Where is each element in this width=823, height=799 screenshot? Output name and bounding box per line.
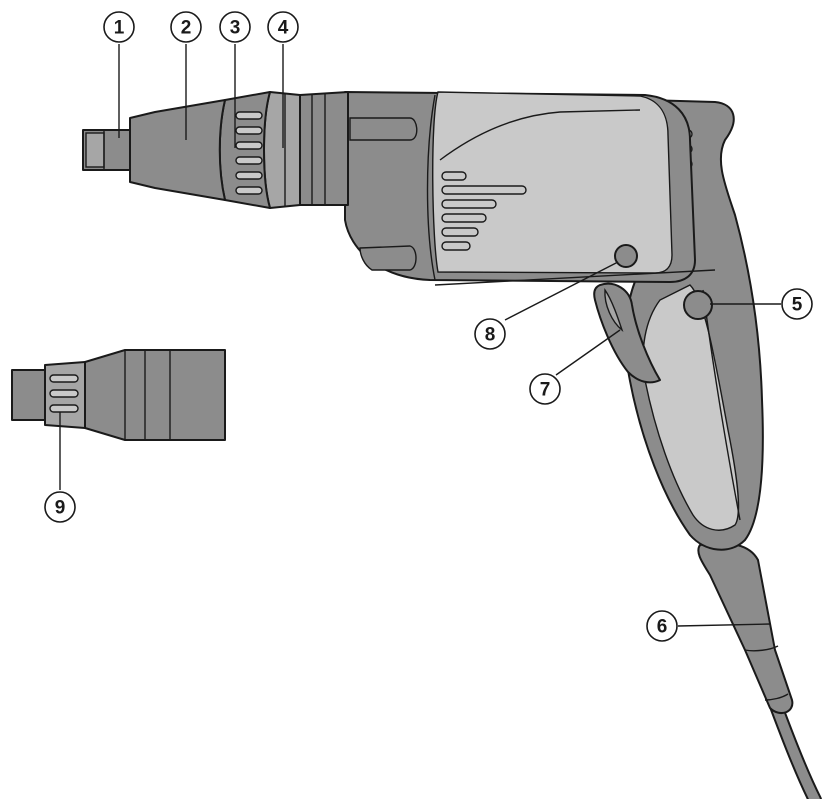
- callout-9-label: 9: [55, 498, 66, 519]
- callout-5: 5: [781, 288, 813, 320]
- motor-housing: [344, 91, 716, 286]
- callout-3-label: 3: [230, 18, 241, 39]
- callout-5-label: 5: [792, 295, 803, 316]
- callout-4-label: 4: [278, 18, 289, 39]
- callout-2-label: 2: [181, 18, 192, 39]
- lock-on-button: [683, 290, 713, 320]
- leader-lines: [59, 44, 781, 627]
- bit-holder: [82, 129, 131, 171]
- locator-nose: [129, 99, 226, 201]
- leader-line-6: [677, 623, 771, 627]
- callout-1-label: 1: [114, 18, 125, 39]
- callout-4: 4: [267, 11, 299, 43]
- callout-7: 7: [529, 373, 561, 405]
- callout-2: 2: [170, 11, 202, 43]
- callout-8: 8: [474, 318, 506, 350]
- depth-locator: [263, 91, 301, 209]
- callout-6-label: 6: [657, 617, 668, 638]
- leader-line-7: [555, 329, 621, 376]
- drywall-depth-locator: [11, 349, 226, 441]
- adjusting-collar: [218, 91, 271, 209]
- callout-7-label: 7: [540, 380, 551, 401]
- forward-reverse-switch: [614, 244, 638, 268]
- callout-9: 9: [44, 491, 76, 523]
- trigger-switch: [593, 282, 661, 384]
- callout-6: 6: [646, 610, 678, 642]
- front-collar: [299, 91, 349, 206]
- cord-protector: [697, 542, 794, 715]
- callout-8-label: 8: [485, 325, 496, 346]
- leader-line-8: [504, 261, 619, 321]
- callout-3: 3: [219, 11, 251, 43]
- callout-1: 1: [103, 11, 135, 43]
